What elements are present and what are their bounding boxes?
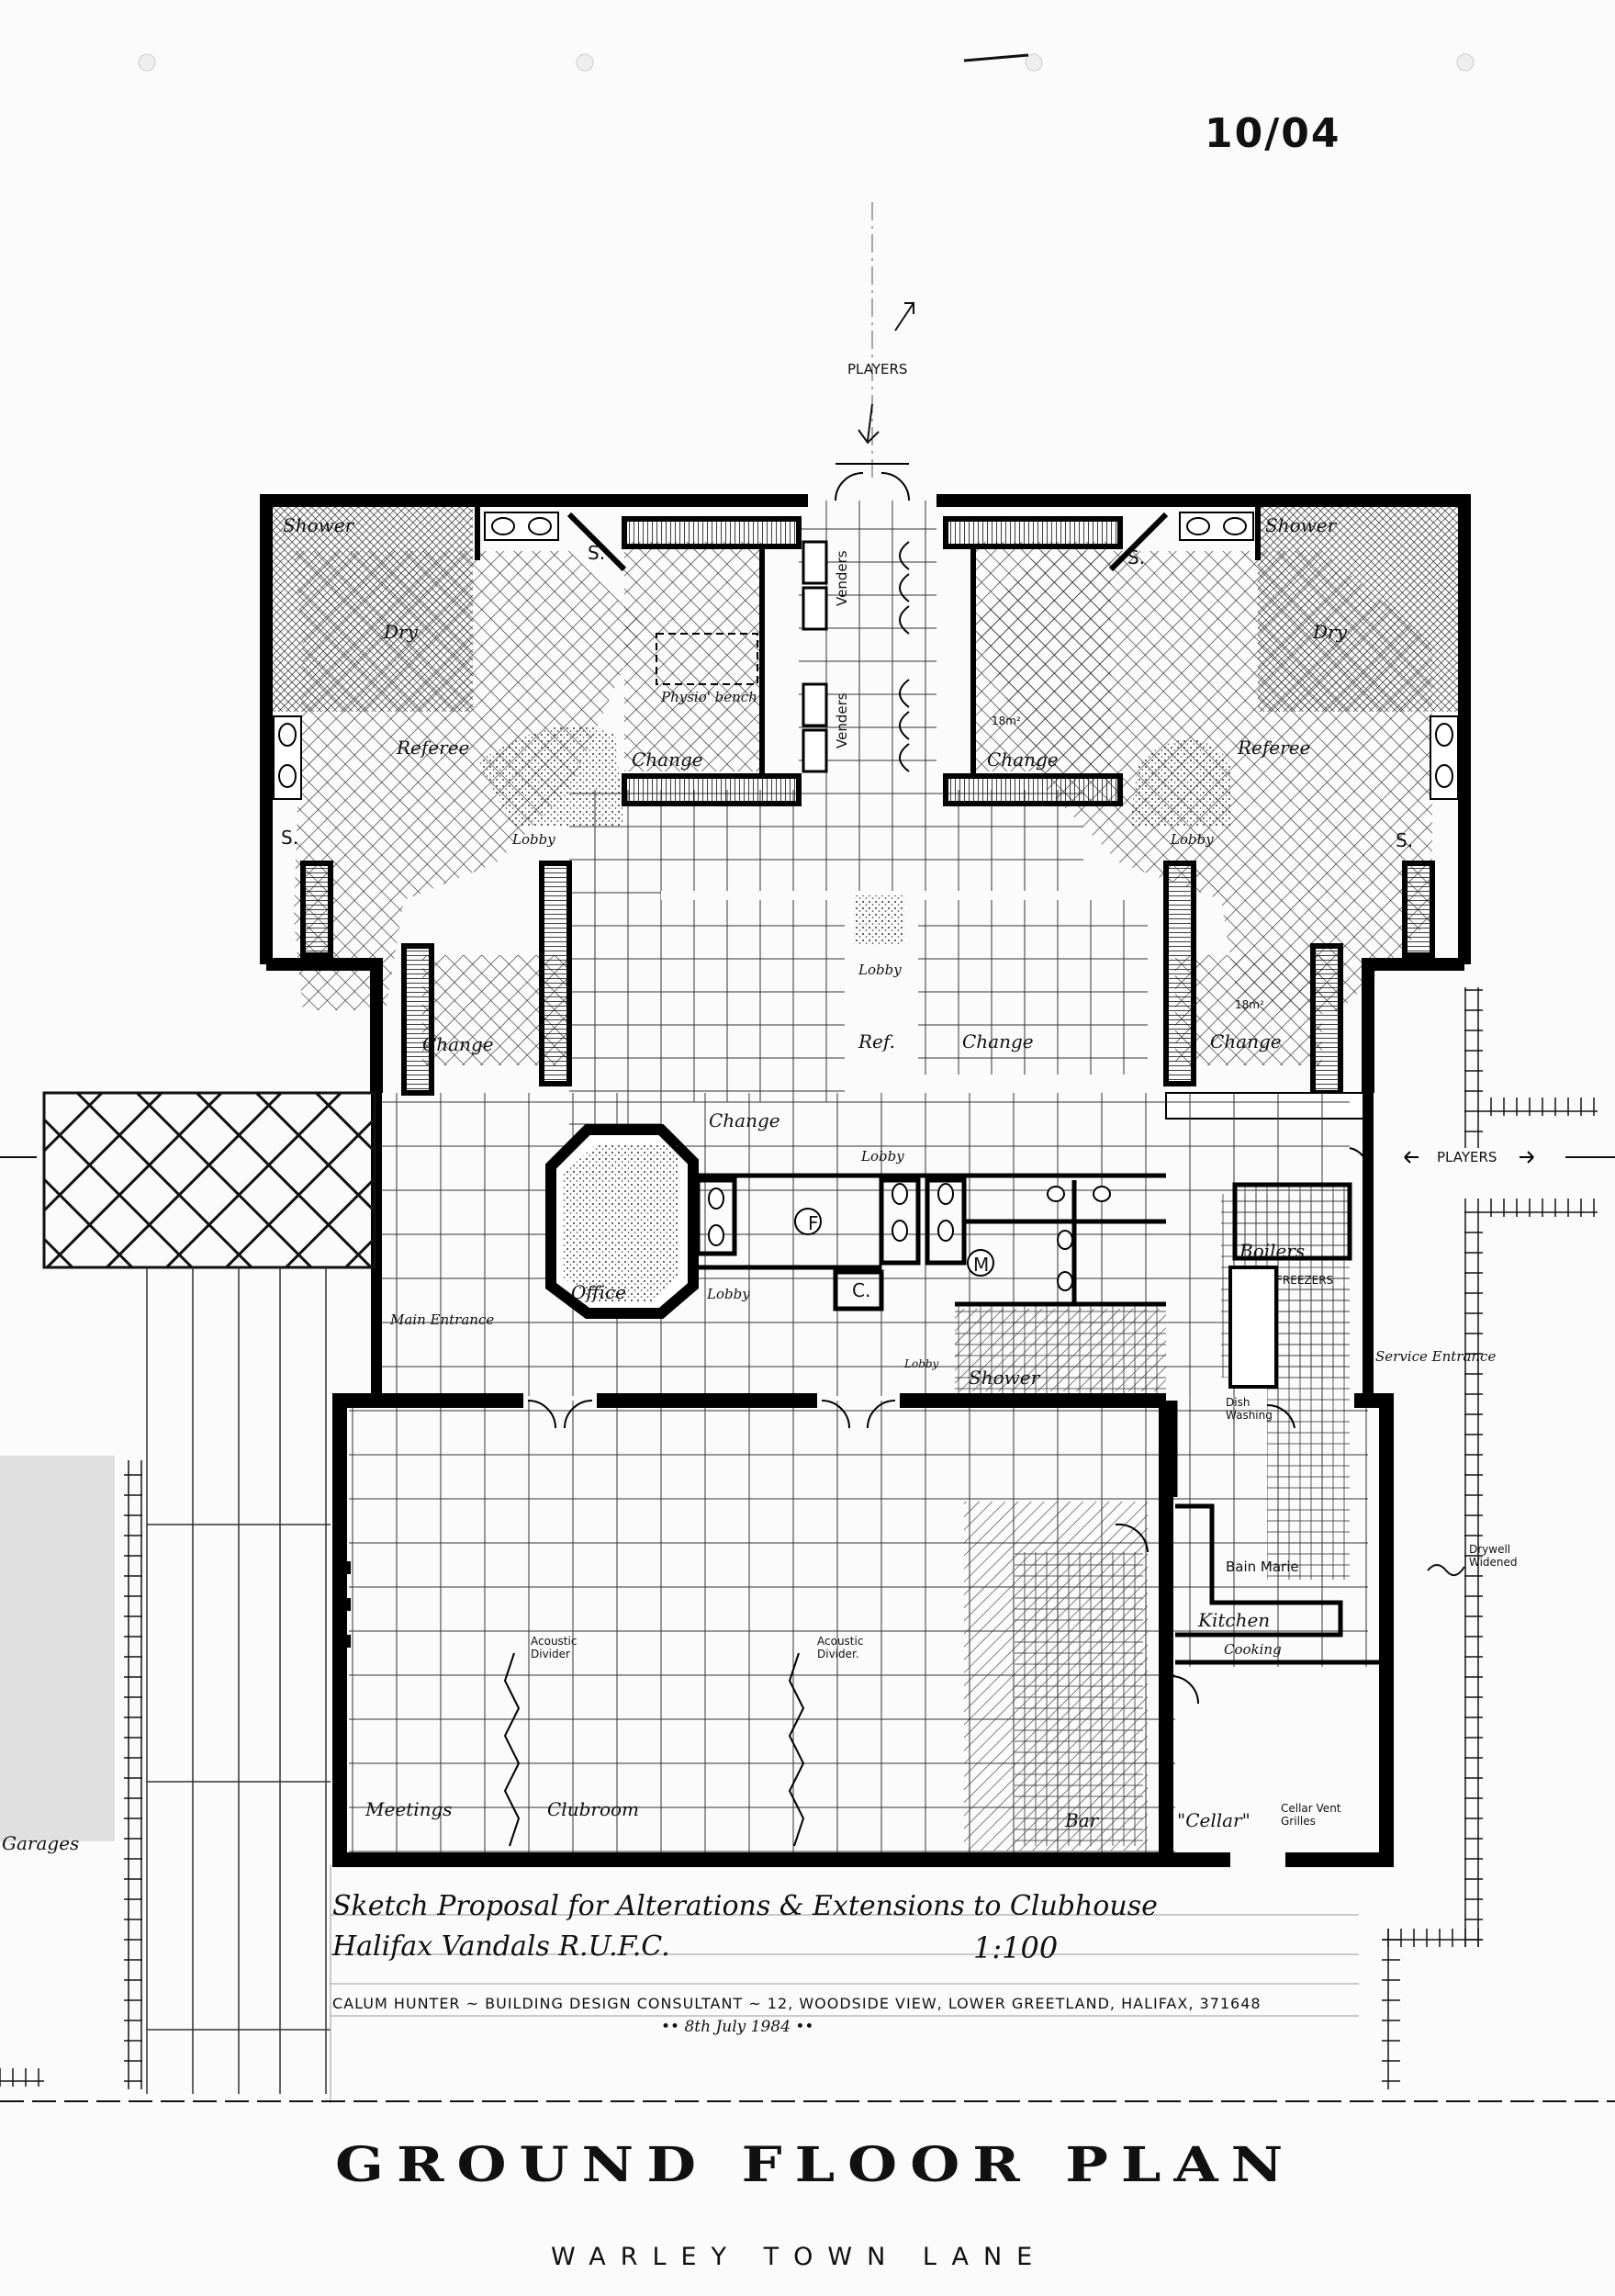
change-room-a-label: Change <box>632 748 703 771</box>
lobby-mid-label: Lobby <box>861 1148 904 1165</box>
acoustic-divider-a-label: Acoustic Divider <box>531 1635 578 1660</box>
bain-marie-label: Bain Marie <box>1226 1559 1299 1575</box>
drawing-scale: 1:100 <box>973 1930 1059 1965</box>
boilers-label: Boilers <box>1239 1240 1306 1262</box>
drawing-date: •• 8th July 1984 •• <box>661 2018 814 2036</box>
referee-right-label: Referee <box>1238 737 1311 759</box>
drywell-label: Drywell Widened <box>1469 1543 1518 1569</box>
cooking-label: Cooking <box>1224 1641 1282 1658</box>
lobby-office-label: Lobby <box>707 1286 750 1302</box>
bar-label: Bar <box>1065 1809 1099 1831</box>
male-wc-label: M <box>973 1254 990 1276</box>
kitchen-label: Kitchen <box>1198 1609 1271 1631</box>
clubroom-label: Clubroom <box>547 1798 639 1820</box>
service-entrance-label: Service Entrance <box>1375 1348 1497 1365</box>
acoustic-divider-b-label: Acoustic Divider. <box>817 1635 864 1660</box>
meetings-label: Meetings <box>365 1798 453 1820</box>
s-mid-right-label: S. <box>1396 829 1414 851</box>
dry-left-label: Dry <box>384 621 418 643</box>
change-room-f-label: Change <box>709 1109 780 1131</box>
venders-b-label: Venders <box>834 692 850 748</box>
dry-right-label: Dry <box>1313 621 1347 643</box>
lobby-shower-label: Lobby <box>904 1357 939 1370</box>
main-entrance-label: Main Entrance <box>390 1311 495 1328</box>
s-top-left-label: S. <box>588 542 606 564</box>
title-block-line1: Sketch Proposal for Alterations & Extens… <box>332 1890 1158 1922</box>
shower-tl-label: Shower <box>283 514 354 536</box>
players-top-label: PLAYERS <box>847 361 908 377</box>
office-label: Office <box>571 1281 626 1303</box>
venders-a-label: Venders <box>834 550 850 606</box>
cellar-label: "Cellar" <box>1177 1809 1251 1831</box>
lobby-right-label: Lobby <box>1171 831 1214 848</box>
change-room-c-label: Change <box>422 1033 494 1055</box>
dish-washing-label: Dish Washing <box>1226 1396 1273 1422</box>
players-right-label: PLAYERS <box>1437 1149 1497 1165</box>
physio-bench-label: Physio' bench <box>661 689 757 705</box>
lobby-left-label: Lobby <box>512 831 555 848</box>
sheet-number: 10/04 <box>1205 110 1341 157</box>
cellar-vents-label: Cellar Vent Grilles <box>1281 1802 1341 1828</box>
shower-mid-label: Shower <box>969 1367 1040 1389</box>
cleaner-label: C. <box>852 1279 871 1301</box>
change-room-d-label: Change <box>962 1030 1034 1052</box>
drawing-title: GROUND FLOOR PLAN <box>335 2135 1296 2193</box>
area-18m-b-label: 18m² <box>1235 998 1264 1011</box>
road-name: WARLEY TOWN LANE <box>551 2243 1048 2271</box>
lobby-centre-label: Lobby <box>858 962 902 978</box>
change-room-b-label: Change <box>987 748 1059 771</box>
s-top-right-label: S. <box>1127 546 1146 568</box>
shower-tr-label: Shower <box>1265 514 1337 536</box>
referee-left-label: Referee <box>397 737 470 759</box>
referee-small-label: Ref. <box>858 1030 895 1052</box>
title-block-line2: Halifax Vandals R.U.F.C. <box>332 1930 670 1963</box>
freezers-label: FREEZERS <box>1276 1274 1334 1287</box>
female-wc-label: F <box>808 1212 819 1234</box>
consultant-address: CALUM HUNTER ~ BUILDING DESIGN CONSULTAN… <box>332 1995 1262 2012</box>
area-18m-a-label: 18m² <box>992 715 1021 727</box>
garages-label: Garages <box>2 1832 80 1854</box>
s-mid-left-label: S. <box>281 827 299 849</box>
change-room-e-label: Change <box>1210 1030 1282 1052</box>
